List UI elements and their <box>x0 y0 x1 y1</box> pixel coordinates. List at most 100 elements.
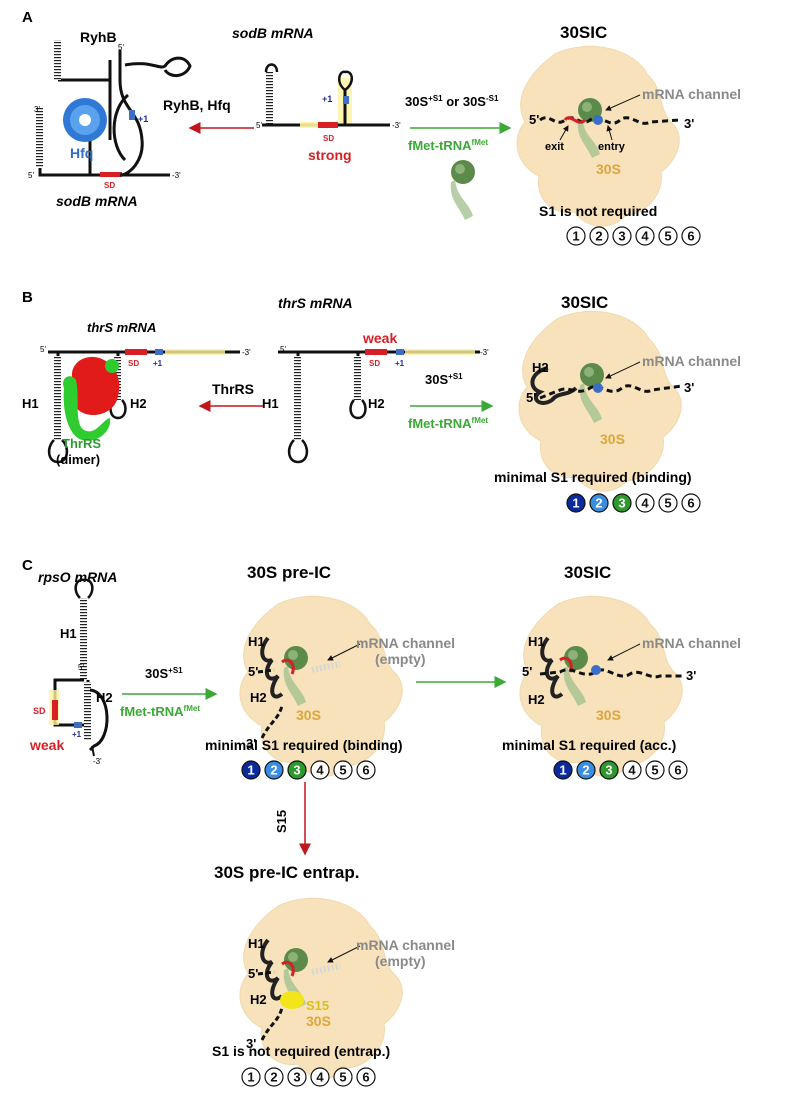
a-trna-label: fMet-tRNAfMet <box>408 138 488 153</box>
b-left-plus1: +1 <box>153 359 163 368</box>
a-ic-3prime: 3' <box>684 116 694 131</box>
b-ic-3prime: 3' <box>684 380 694 395</box>
c-ic-channel-label: mRNA channel <box>642 635 741 651</box>
c-entrap-channel-label: mRNA channel <box>356 937 455 953</box>
domain-number: 3 <box>293 1070 300 1085</box>
domain-number: 2 <box>582 763 589 778</box>
domain-circle <box>566 226 586 246</box>
panel-b-letter: B <box>22 289 33 306</box>
c-entrap-title: 30S pre-IC entrap. <box>214 863 360 882</box>
rhyb-sodb-complex: 3' 5' 5' -3' SD +1 <box>28 40 192 190</box>
b-thrrs-label: ThrRS <box>62 436 101 451</box>
thrrs-dimer <box>63 356 120 441</box>
domain-circle <box>576 760 596 780</box>
c-entrap-sd <box>281 960 295 977</box>
a-arrow-left-label: RyhB, Hfq <box>163 97 231 113</box>
domain-circle <box>310 760 330 780</box>
domain-number: 5 <box>651 763 658 778</box>
a-channel-pointer <box>605 94 641 111</box>
a-strong-label: strong <box>308 147 352 163</box>
domain-number: 2 <box>595 229 602 244</box>
b-trna-label: fMet-tRNAfMet <box>408 416 488 431</box>
a-start-codon <box>593 115 603 125</box>
a-mrna-thread <box>539 116 681 125</box>
domain-circle <box>635 493 655 513</box>
domain-circle <box>333 760 353 780</box>
domain-number: 1 <box>572 496 579 511</box>
c-preic-requirement: minimal S1 required (binding) <box>205 737 403 753</box>
a-channel-label: mRNA channel <box>642 86 741 102</box>
domain-number: 6 <box>687 496 694 511</box>
a-ic-title: 30SIC <box>560 23 607 42</box>
domain-circle <box>658 226 678 246</box>
c-ic-helices <box>540 636 564 699</box>
rhyb-label: RyhB <box>80 29 117 45</box>
c-weak-label: weak <box>29 737 64 753</box>
b-center-thrs-structure: 5' -3' SD +1 H1 H2 weak <box>262 330 489 464</box>
c-entrap-channel-empty: (empty) <box>375 953 426 969</box>
a-center-3end: -3' <box>392 121 401 130</box>
a-left-5end: 5' <box>28 171 34 180</box>
c-3end: -3' <box>93 757 102 766</box>
a-sd-segment <box>563 116 587 124</box>
c-h1: H1 <box>60 626 77 641</box>
domain-circle <box>566 493 586 513</box>
domain-number: 6 <box>674 763 681 778</box>
c-preic-5thread <box>257 668 275 674</box>
domain-number: 2 <box>595 496 602 511</box>
a-free-trna <box>450 160 475 220</box>
a-center-5end: 5' <box>256 121 262 130</box>
c-ic-mrna-thread <box>539 668 684 679</box>
domain-number: 1 <box>247 1070 254 1085</box>
a-left-5end-top: 5' <box>118 43 124 52</box>
c-entrap-helices <box>260 938 284 1001</box>
domain-circle <box>287 1067 307 1087</box>
a-30s-label: 30S <box>596 161 621 177</box>
c-entrap-requirement: S1 is not required (entrap.) <box>212 1043 390 1059</box>
domain-number: 3 <box>605 763 612 778</box>
a-left-3end-bottom: -3' <box>172 171 181 180</box>
b-center-sd: SD <box>369 359 380 368</box>
c-ic-h1: H1 <box>528 634 545 649</box>
domain-number: 5 <box>339 1070 346 1085</box>
a-left-3end: 3' <box>34 105 40 114</box>
domain-circle <box>622 760 642 780</box>
domain-number: 4 <box>641 229 649 244</box>
c-ic-3prime: 3' <box>686 668 696 683</box>
c-entrap-3prime: 3' <box>246 1036 256 1051</box>
c-ic-start-codon <box>591 665 601 675</box>
hfq-label: Hfq <box>70 145 93 161</box>
a-30s-ribosome <box>516 45 680 227</box>
panel-c-letter: C <box>22 557 33 574</box>
c-preic-h1: H1 <box>248 634 265 649</box>
c-sd: SD <box>33 706 46 716</box>
domain-circle <box>668 760 688 780</box>
c-ic-requirement: minimal S1 required (acc.) <box>502 737 676 753</box>
c-preic-h2: H2 <box>250 690 267 705</box>
domain-number: 1 <box>559 763 566 778</box>
domain-number: 4 <box>628 763 636 778</box>
c-arrow-label: 30S+S1 <box>145 666 183 681</box>
a-requirement: S1 is not required <box>539 203 657 219</box>
b-center-h2: H2 <box>368 396 385 411</box>
b-ic-title: 30SIC <box>561 293 608 312</box>
b-center-3end: -3' <box>480 348 489 357</box>
domain-number: 6 <box>687 229 694 244</box>
c-plus1: +1 <box>72 730 82 739</box>
b-30s-label: 30S <box>600 431 625 447</box>
c-ic-5prime: 5' <box>522 664 532 679</box>
c-preic-channel-empty: (empty) <box>375 651 426 667</box>
domain-circle <box>287 760 307 780</box>
b-channel-pointer <box>605 361 641 379</box>
domain-number: 2 <box>270 763 277 778</box>
a-ic-5prime: 5' <box>529 112 539 127</box>
c-entrap-3thread <box>260 1007 284 1041</box>
b-left-h2: H2 <box>130 396 147 411</box>
b-start-codon <box>593 383 603 393</box>
c-entrap-5prime: 5' <box>248 966 258 981</box>
domain-circle <box>612 226 632 246</box>
c-preic-5prime: 5' <box>248 664 258 679</box>
c-entrap-empty-channel <box>311 963 341 975</box>
domain-number: 2 <box>270 1070 277 1085</box>
